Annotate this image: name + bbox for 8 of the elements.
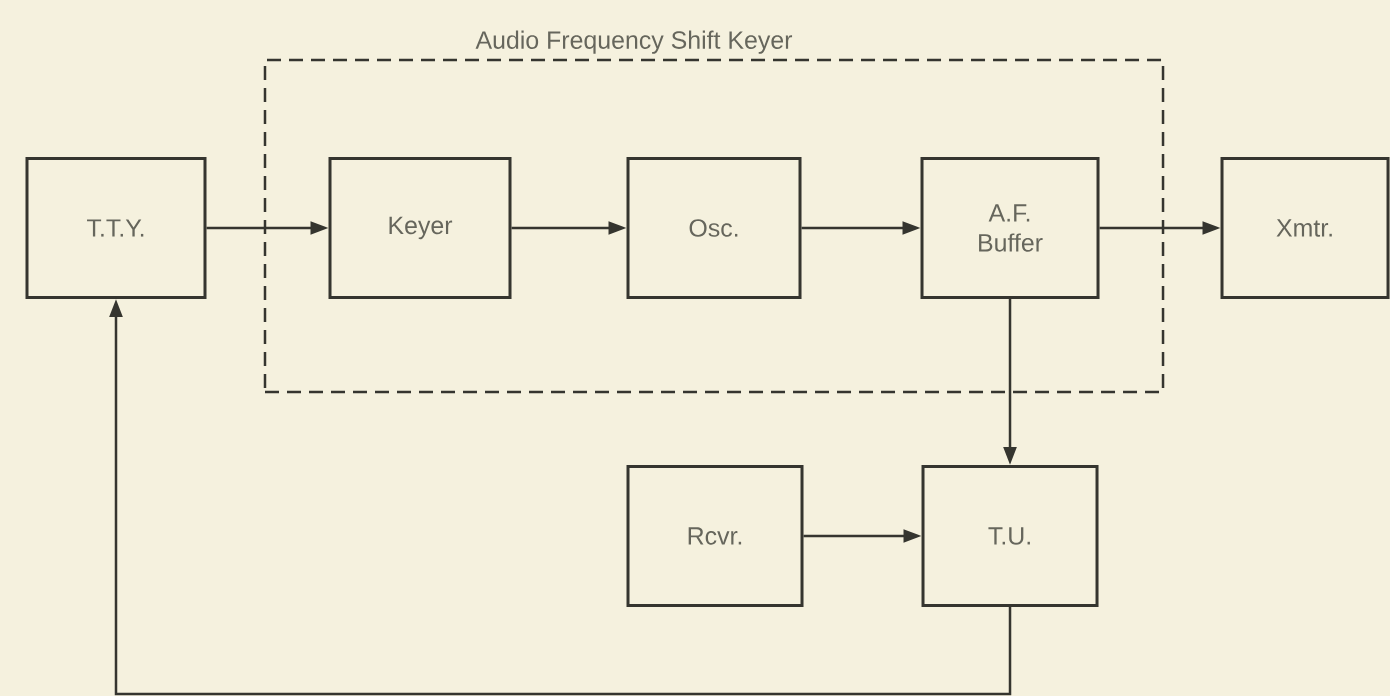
block-box: T.T.Y. [25, 157, 207, 299]
block-box: T.U. [921, 465, 1099, 607]
group-title: Audio Frequency Shift Keyer [475, 30, 793, 54]
block-box: Osc. [626, 157, 802, 299]
block-box: A.F. Buffer [920, 157, 1100, 299]
block-box: Xmtr. [1220, 157, 1390, 299]
block-box: Rcvr. [626, 465, 804, 607]
block-box: Keyer [328, 157, 512, 299]
